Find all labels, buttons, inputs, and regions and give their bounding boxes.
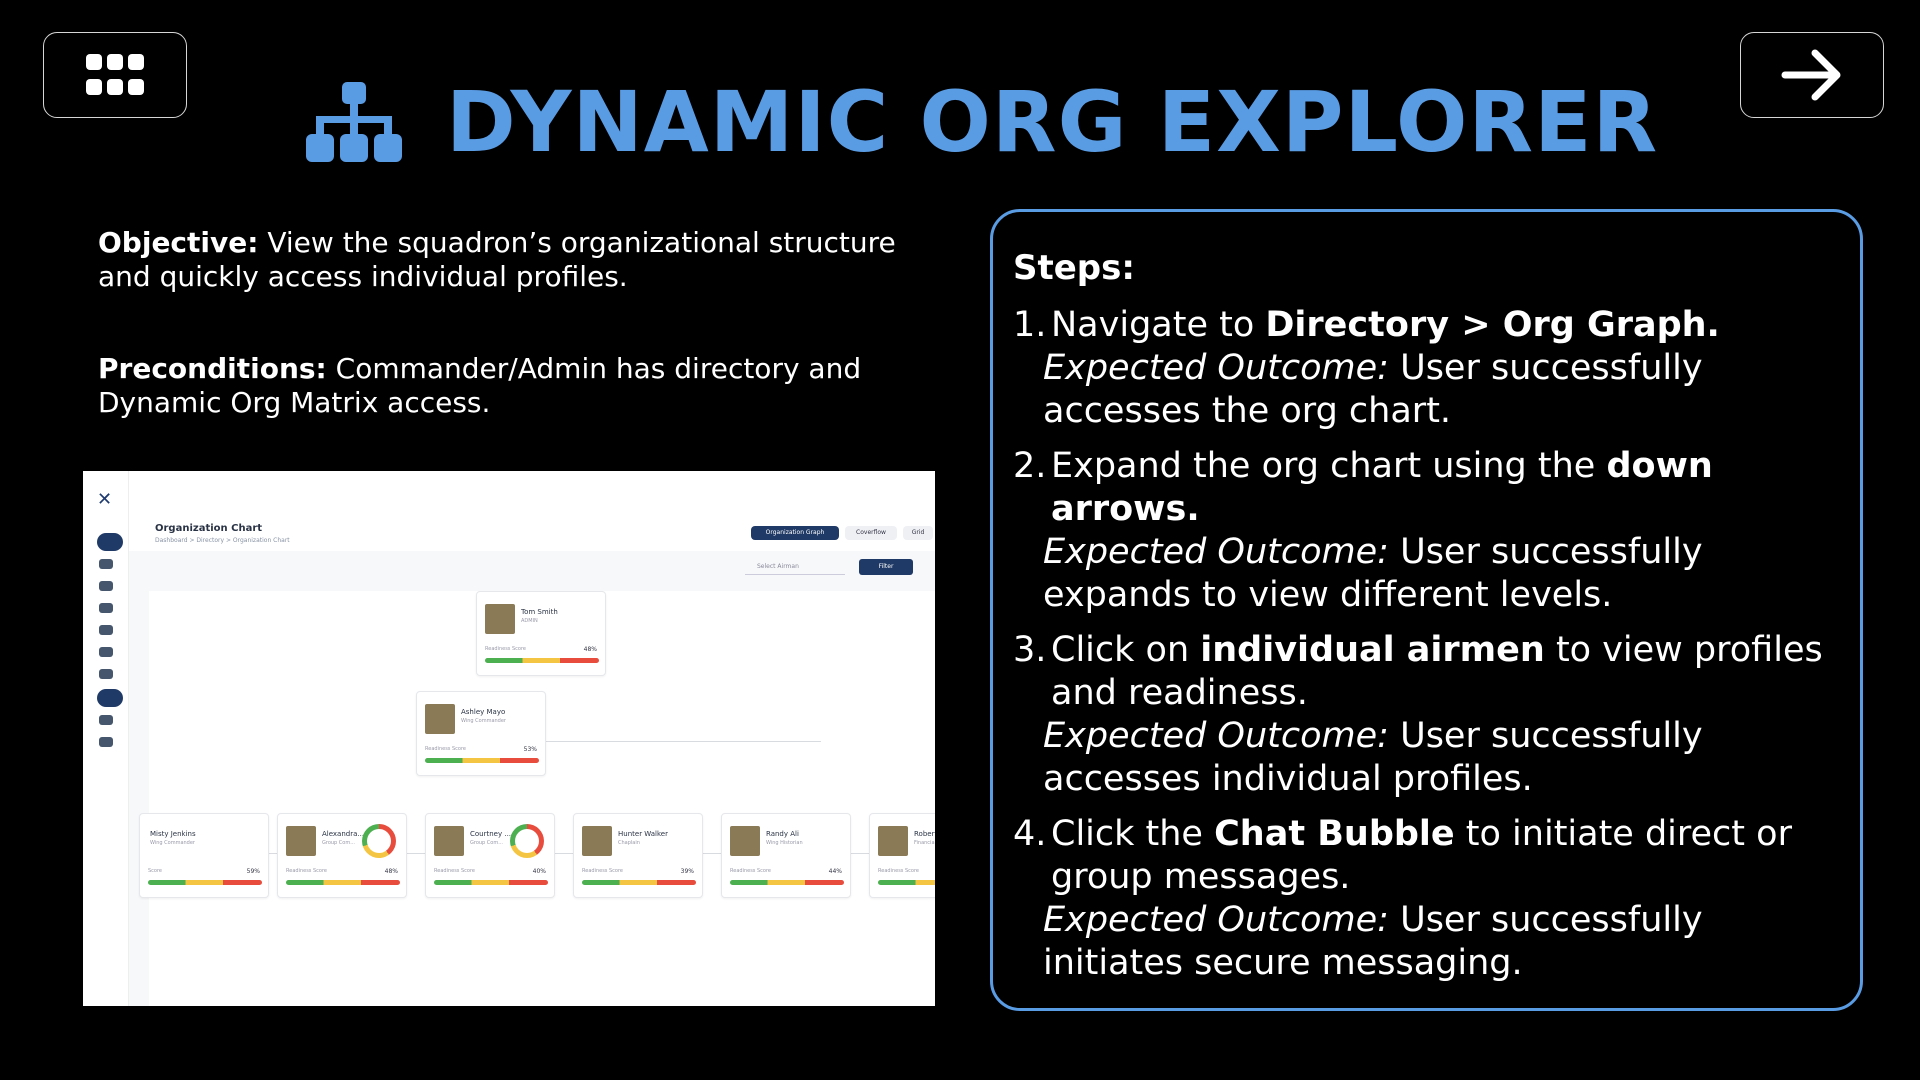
page-title: DYNAMIC ORG EXPLORER	[446, 73, 1659, 171]
lock-icon	[99, 715, 113, 725]
filter-button: Filter	[859, 559, 913, 575]
settings-icon	[99, 737, 113, 747]
app-logo: ✕	[97, 489, 113, 510]
steps-list: 1. Navigate to Directory > Org Graph. Ex…	[1013, 304, 1833, 997]
avatar	[485, 604, 515, 634]
avatar	[878, 826, 908, 856]
arrow-right-icon	[1781, 49, 1841, 101]
objective-label: Objective:	[98, 226, 259, 259]
org-card: Courtney ... Group Com... Readiness Scor…	[425, 813, 555, 898]
page-title-row: DYNAMIC ORG EXPLORER	[306, 72, 1658, 172]
app-sidebar: ✕	[83, 471, 129, 1006]
select-airman: Select Airman	[745, 559, 845, 575]
step-item: 2. Expand the org chart using the down a…	[1013, 446, 1713, 615]
breadcrumb: Dashboard > Directory > Organization Cha…	[155, 537, 290, 544]
grid-menu-icon	[86, 54, 144, 95]
org-card: Hunter Walker Chaplain Readiness Score 3…	[573, 813, 703, 898]
tab-organization-graph: Organization Graph	[751, 526, 839, 540]
org-card: Robert Bouti Financial Mana Readiness Sc…	[869, 813, 935, 898]
step-item: 4. Click the Chat Bubble to initiate dir…	[1013, 814, 1792, 983]
objective-text: Objective: View the squadron’s organizat…	[98, 226, 898, 294]
step-item: 1. Navigate to Directory > Org Graph. Ex…	[1013, 305, 1720, 431]
readiness-ring	[510, 824, 544, 858]
tab-coverflow: Coverflow	[845, 526, 897, 540]
org-chart-canvas: Tom Smith ADMIN Readiness Score 48% Ashl…	[139, 591, 935, 1006]
tab-grid: Grid	[903, 526, 933, 540]
chart-icon	[99, 603, 113, 613]
avatar	[434, 826, 464, 856]
preconditions-body: Commander/Admin has directory and Dynami…	[98, 352, 862, 419]
directory-icon	[97, 689, 123, 707]
org-card: Tom Smith ADMIN Readiness Score 48%	[476, 591, 606, 676]
preconditions-label: Preconditions:	[98, 352, 327, 385]
step-item: 3. Click on individual airmen to view pr…	[1013, 630, 1823, 799]
org-card: Randy Ali Wing Historian Readiness Score…	[721, 813, 851, 898]
avatar	[425, 704, 455, 734]
broadcast-icon	[99, 669, 113, 679]
org-hierarchy-icon	[306, 82, 402, 162]
objective-body: View the squadron’s organizational struc…	[98, 226, 896, 293]
user-icon	[99, 559, 113, 569]
app-header: Organization Chart Dashboard > Directory…	[129, 471, 935, 551]
calendar-icon	[99, 647, 113, 657]
avatar	[730, 826, 760, 856]
avatar	[582, 826, 612, 856]
org-card: Ashley Mayo Wing Commander Readiness Sco…	[416, 691, 546, 776]
readiness-ring	[362, 824, 396, 858]
next-button[interactable]	[1740, 32, 1884, 118]
org-chart-screenshot: ✕ Organization Chart Dashboard > Directo…	[83, 471, 935, 1006]
org-chart-title: Organization Chart	[155, 523, 263, 534]
menu-button[interactable]	[43, 32, 187, 118]
app-main: Organization Chart Dashboard > Directory…	[129, 471, 935, 1006]
inbox-icon	[99, 581, 113, 591]
steps-title: Steps:	[1013, 248, 1135, 288]
chat-icon	[99, 625, 113, 635]
org-card: Alexandra... Group Com... Readiness Scor…	[277, 813, 407, 898]
org-card: Misty Jenkins Wing Commander Score 59%	[139, 813, 269, 898]
steps-panel: Steps: 1. Navigate to Directory > Org Gr…	[990, 209, 1863, 1011]
preconditions-text: Preconditions: Commander/Admin has direc…	[98, 352, 898, 420]
avatar	[286, 826, 316, 856]
dashboard-icon	[97, 533, 123, 551]
